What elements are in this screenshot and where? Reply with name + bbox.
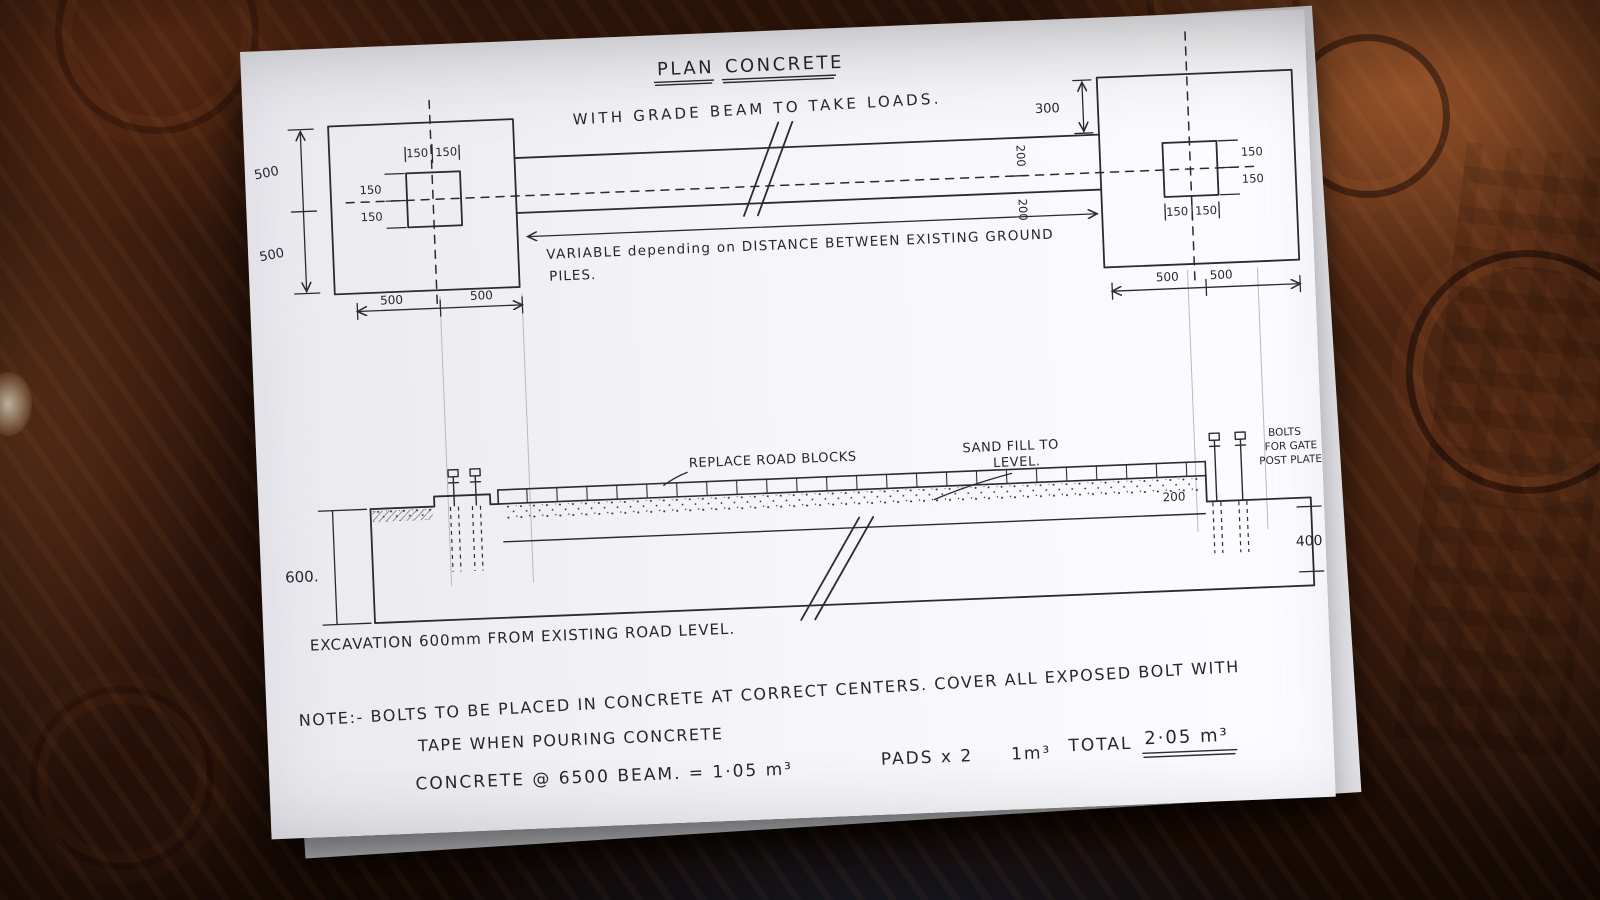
dim-right-plate-bottom-ticks bbox=[1164, 201, 1221, 221]
replace-blocks-label: REPLACE ROAD BLOCKS bbox=[689, 450, 857, 472]
dim-right-plate-bottom-150-b: 150 bbox=[1195, 203, 1217, 218]
dim-plate-top-150-b: 150 bbox=[435, 144, 457, 159]
variable-note-line1: VARIABLE depending on DISTANCE BETWEEN E… bbox=[546, 226, 1054, 262]
dim-right-plate-bottom-150-a: 150 bbox=[1166, 204, 1188, 219]
bolt-embedment-dashed bbox=[449, 506, 462, 572]
dim-margin-ticks bbox=[287, 128, 321, 295]
section-break-symbol bbox=[800, 516, 875, 621]
dim-margin-500-bottom: 500 bbox=[258, 246, 285, 266]
dim-plate-side-ticks bbox=[384, 172, 407, 229]
dim-margin-500-top: 500 bbox=[253, 164, 280, 184]
projection-guide-lines bbox=[439, 267, 1269, 586]
total-underline bbox=[1142, 748, 1238, 758]
bolt-head bbox=[1208, 432, 1221, 442]
variable-length-arrow bbox=[528, 214, 1098, 237]
dim-right-plate-side-ticks bbox=[1217, 139, 1241, 196]
left-ground-hatch bbox=[372, 508, 433, 523]
calc-total-label: TOTAL bbox=[1067, 734, 1133, 757]
excavation-outline bbox=[369, 474, 1316, 624]
left-anchor-bolts bbox=[447, 468, 484, 572]
bolt-head bbox=[447, 468, 459, 478]
bolt-embedment-dashed bbox=[1238, 500, 1250, 553]
dim-300-arrow bbox=[1082, 82, 1084, 131]
bolt-shaft bbox=[1208, 439, 1221, 502]
bolt-head bbox=[469, 468, 481, 477]
title-concrete: CONCRETE bbox=[725, 52, 845, 78]
note-line2: TAPE WHEN POURING CONCRETE bbox=[417, 724, 724, 755]
sand-depth-200-label: 200 bbox=[1162, 489, 1185, 504]
wood-carving-ring bbox=[55, 0, 259, 134]
dim-right-plate-150-b: 150 bbox=[1242, 171, 1264, 186]
dim-plate-side-150-b: 150 bbox=[360, 209, 382, 224]
ground-surface-left bbox=[369, 493, 500, 511]
dim-right-plate-150-a: 150 bbox=[1241, 144, 1263, 159]
replace-blocks-leader bbox=[663, 471, 688, 486]
dim-right-pad-500-a: 500 bbox=[1156, 270, 1179, 285]
section-view: REPLACE ROAD BLOCKS SAND FILL TO LEVEL. … bbox=[285, 426, 1325, 655]
dim-right-pad-500-b: 500 bbox=[1209, 267, 1232, 282]
dim-plate-top-150-a: 150 bbox=[406, 146, 428, 161]
bolt-embedment-dashed bbox=[1212, 501, 1224, 554]
variable-note-line2: PILES. bbox=[549, 267, 597, 285]
dim-beam-200-a: 200 bbox=[1013, 144, 1028, 166]
note-line1: NOTE:- BOLTS TO BE PLACED IN CONCRETE AT… bbox=[298, 657, 1240, 730]
sand-fill-leader bbox=[933, 472, 1013, 501]
dim-plate-side-150-a: 150 bbox=[359, 182, 381, 197]
right-pad-outline bbox=[1095, 68, 1301, 269]
left-pad-outline bbox=[327, 118, 521, 296]
beam-break-symbol bbox=[743, 120, 794, 217]
dim-plate-top-ticks bbox=[404, 143, 461, 164]
wood-carving-ring bbox=[30, 686, 214, 870]
title-block: PLAN CONCRETE WITH GRADE BEAM TO TAKE LO… bbox=[572, 52, 942, 129]
title-subtitle: WITH GRADE BEAM TO TAKE LOADS. bbox=[572, 89, 942, 128]
gate-bolts-label-line2: FOR GATE bbox=[1264, 439, 1317, 453]
dim-beam-ticks bbox=[1006, 136, 1028, 177]
dim-right-pad-bottom-ticks bbox=[1111, 274, 1302, 300]
dim-600-bracket bbox=[317, 508, 372, 626]
bolt-shaft bbox=[1234, 438, 1247, 501]
wood-carving-ring bbox=[1406, 250, 1600, 494]
right-anchor-bolts bbox=[1208, 431, 1250, 554]
plan-view: 300 500 500 150 150 150 150 500 500 bbox=[253, 31, 1302, 321]
centerlines bbox=[345, 31, 1261, 310]
sand-fill-label-line2: LEVEL. bbox=[993, 454, 1041, 471]
gate-bolts-label-line3: POST PLATE bbox=[1259, 453, 1322, 468]
road-blocks-strip bbox=[496, 460, 1207, 505]
sand-fill-label-line1: SAND FILL TO bbox=[962, 437, 1059, 456]
dim-600-label: 600. bbox=[285, 567, 319, 586]
sketch-paper: PLAN CONCRETE WITH GRADE BEAM TO TAKE LO… bbox=[240, 9, 1336, 840]
title-plan-underline bbox=[653, 79, 715, 87]
table-edge-highlight bbox=[0, 372, 32, 436]
left-pad-base-plate bbox=[405, 170, 464, 229]
dim-left-pad-500-b: 500 bbox=[470, 288, 493, 303]
bolt-head bbox=[1234, 431, 1247, 441]
calc-beam: CONCRETE @ 6500 BEAM. = 1·05 m³ bbox=[415, 759, 793, 794]
beam-trench-line bbox=[503, 512, 1207, 543]
bolt-embedment-dashed bbox=[471, 505, 484, 572]
title-concrete-underline bbox=[721, 74, 837, 84]
dim-400-label: 400 bbox=[1295, 533, 1322, 550]
title-plan: PLAN bbox=[657, 57, 715, 80]
dim-left-pad-bottom-ticks bbox=[356, 296, 524, 321]
sand-fill-stipple bbox=[504, 477, 1199, 522]
excavation-note: EXCAVATION 600mm FROM EXISTING ROAD LEVE… bbox=[310, 620, 736, 655]
calc-total-value: 2·05 m³ bbox=[1144, 725, 1229, 749]
gate-bolts-label-line1: BOLTS bbox=[1268, 426, 1302, 439]
grade-beam-edges bbox=[513, 133, 1103, 214]
wood-carving-squares bbox=[1394, 141, 1600, 759]
sketch-drawing: PLAN CONCRETE WITH GRADE BEAM TO TAKE LO… bbox=[253, 31, 1325, 795]
dim-300-label: 300 bbox=[1035, 101, 1060, 117]
dim-400-ticks bbox=[1296, 505, 1325, 573]
dim-300-ticks bbox=[1072, 79, 1094, 135]
dim-left-pad-500-a: 500 bbox=[380, 293, 403, 308]
handwritten-notes: NOTE:- BOLTS TO BE PLACED IN CONCRETE AT… bbox=[298, 657, 1240, 795]
calc-pads: PADS x 2 1m³ bbox=[881, 743, 1052, 770]
bolt-shaft bbox=[447, 476, 460, 507]
bolt-shaft bbox=[469, 475, 482, 506]
